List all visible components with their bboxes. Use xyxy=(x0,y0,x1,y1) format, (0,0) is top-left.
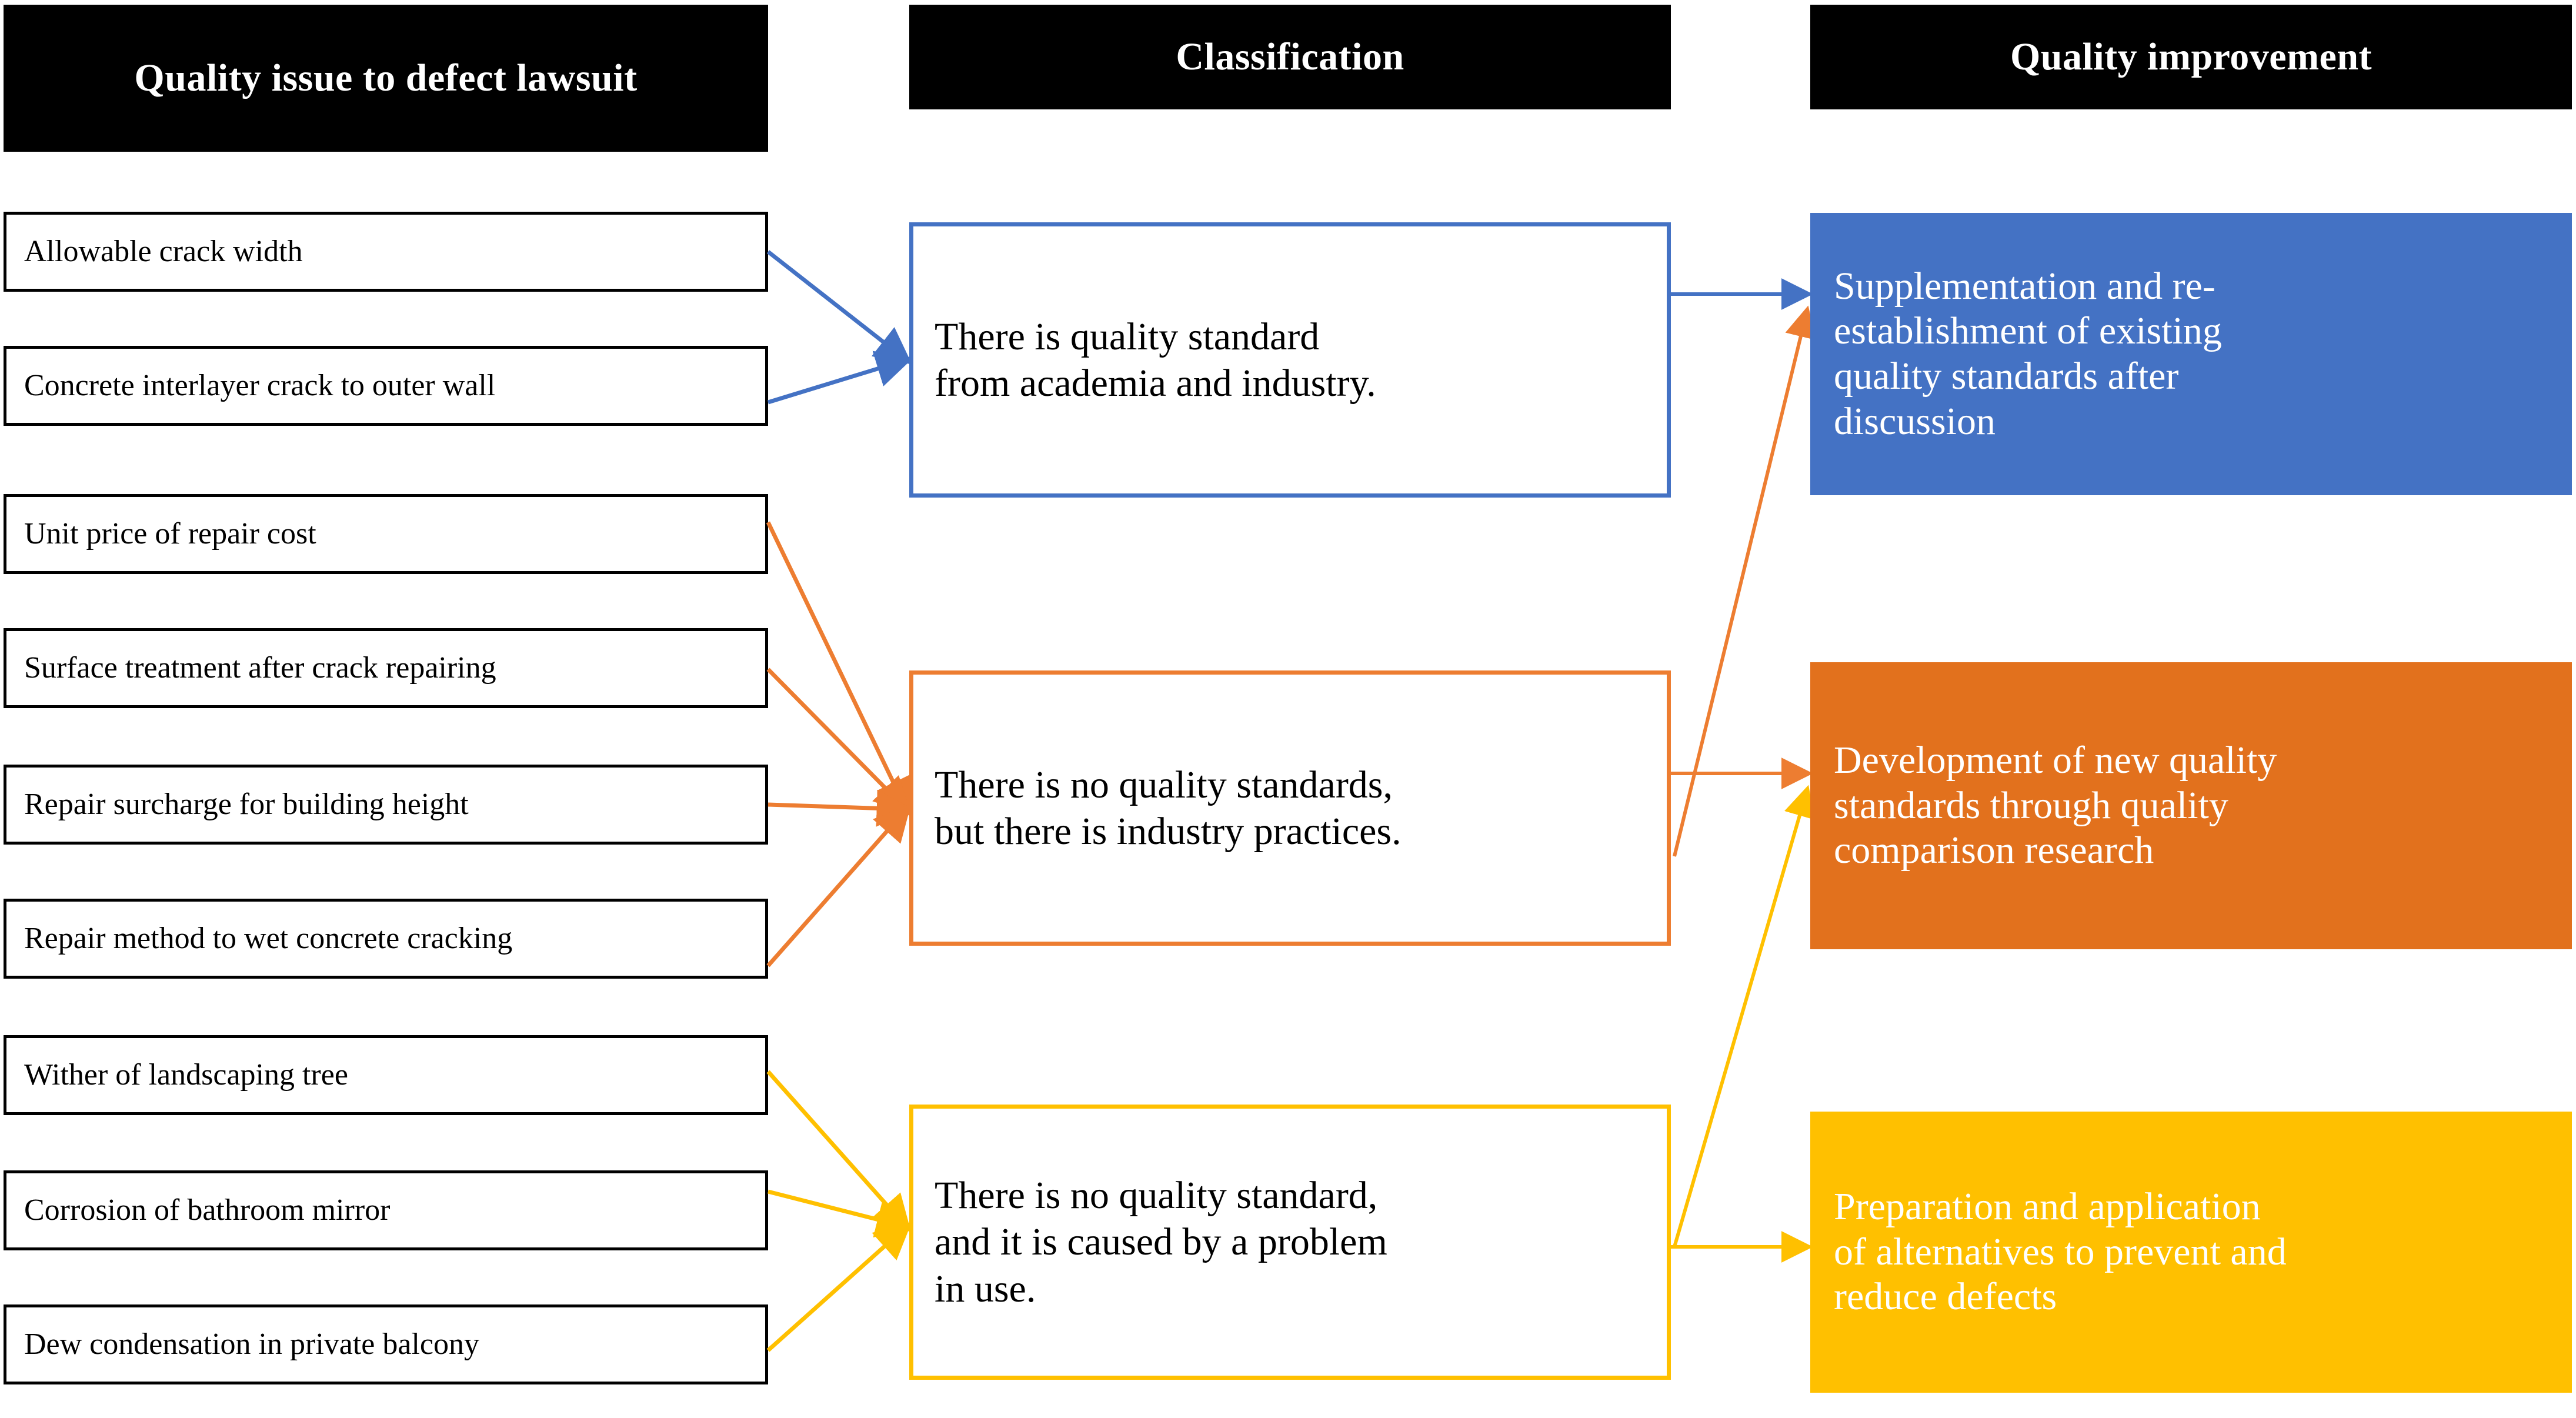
connector-class2-improve1 xyxy=(1673,305,1817,857)
classification-text: There is quality standard from academia … xyxy=(935,313,1376,406)
improvement-text: Supplementation and re- establishment of… xyxy=(1834,264,2222,444)
issue-box-5[interactable]: Repair surcharge for building height xyxy=(4,765,768,845)
column-header-quality-issue: Quality issue to defect lawsuit xyxy=(4,5,768,152)
improvement-box-1[interactable]: Supplementation and re- establishment of… xyxy=(1810,213,2572,495)
improvement-box-3[interactable]: Preparation and application of alternati… xyxy=(1810,1112,2572,1393)
improvement-text: Preparation and application of alternati… xyxy=(1834,1185,2287,1320)
classification-box-1[interactable]: There is quality standard from academia … xyxy=(909,222,1671,498)
issue-label: Repair surcharge for building height xyxy=(24,787,469,821)
issue-box-9[interactable]: Dew condensation in private balcony xyxy=(4,1304,768,1384)
issue-label: Surface treatment after crack repairing xyxy=(24,650,496,685)
connector-group-blue-left xyxy=(766,250,914,405)
column-header-quality-improvement: Quality improvement xyxy=(1810,5,2572,109)
connector-issue5-class2 xyxy=(768,789,914,827)
improvement-line: standards through quality xyxy=(1834,783,2228,827)
connector-issue6-class2 xyxy=(766,803,912,967)
connector-issue3-class2 xyxy=(766,521,910,816)
issue-label: Concrete interlayer crack to outer wall xyxy=(24,368,496,402)
improvement-line: reduce defects xyxy=(1834,1275,2057,1319)
connector-group-right xyxy=(1671,278,1817,1263)
issue-label: Allowable crack width xyxy=(24,234,303,268)
classification-box-3[interactable]: There is no quality standard, and it is … xyxy=(909,1105,1671,1380)
improvement-line: of alternatives to prevent and xyxy=(1834,1230,2287,1273)
improvement-line: discussion xyxy=(1834,399,1996,443)
improvement-box-2[interactable]: Development of new quality standards thr… xyxy=(1810,662,2572,949)
issue-label: Wither of landscaping tree xyxy=(24,1057,348,1092)
improvement-line: Supplementation and re- xyxy=(1834,264,2215,308)
issue-box-3[interactable]: Unit price of repair cost xyxy=(4,494,768,574)
classification-box-2[interactable]: There is no quality standards, but there… xyxy=(909,670,1671,946)
improvement-line: comparison research xyxy=(1834,829,2154,872)
classification-line: in use. xyxy=(935,1267,1036,1310)
connector-group-yellow-left xyxy=(766,1070,914,1352)
connector-issue8-class3 xyxy=(768,1189,914,1238)
issue-label: Dew condensation in private balcony xyxy=(24,1327,479,1361)
classification-text: There is no quality standard, and it is … xyxy=(935,1172,1387,1312)
classification-line: There is no quality standards, xyxy=(935,763,1393,806)
improvement-text: Development of new quality standards thr… xyxy=(1834,738,2277,873)
issue-box-6[interactable]: Repair method to wet concrete cracking xyxy=(4,899,768,979)
classification-line: and it is caused by a problem xyxy=(935,1220,1387,1264)
connector-issue4-class2 xyxy=(766,668,912,815)
classification-line: There is quality standard xyxy=(935,315,1320,358)
classification-line: There is no quality standard, xyxy=(935,1174,1378,1217)
issue-box-2[interactable]: Concrete interlayer crack to outer wall xyxy=(4,346,768,426)
improvement-line: quality standards after xyxy=(1834,355,2179,398)
classification-line: from academia and industry. xyxy=(935,362,1376,405)
connector-issue1-class1 xyxy=(766,250,912,365)
issue-box-1[interactable]: Allowable crack width xyxy=(4,212,768,292)
classification-line: but there is industry practices. xyxy=(935,810,1402,853)
issue-label: Corrosion of bathroom mirror xyxy=(24,1193,391,1227)
connector-issue7-class3 xyxy=(766,1070,912,1233)
issue-label: Repair method to wet concrete cracking xyxy=(24,921,513,955)
connector-class3-improve2 xyxy=(1673,785,1815,1247)
improvement-line: Development of new quality xyxy=(1834,739,2277,782)
connector-issue2-class1 xyxy=(767,351,914,405)
improvement-line: establishment of existing xyxy=(1834,309,2222,353)
issue-box-4[interactable]: Surface treatment after crack repairing xyxy=(4,628,768,708)
connector-group-orange-left xyxy=(766,521,914,967)
issue-label: Unit price of repair cost xyxy=(24,516,316,550)
connector-issue9-class3 xyxy=(766,1222,912,1352)
improvement-line: Preparation and application xyxy=(1834,1185,2261,1229)
classification-text: There is no quality standards, but there… xyxy=(935,762,1402,855)
issue-box-7[interactable]: Wither of landscaping tree xyxy=(4,1035,768,1115)
issue-box-8[interactable]: Corrosion of bathroom mirror xyxy=(4,1170,768,1250)
column-header-classification: Classification xyxy=(909,5,1671,109)
